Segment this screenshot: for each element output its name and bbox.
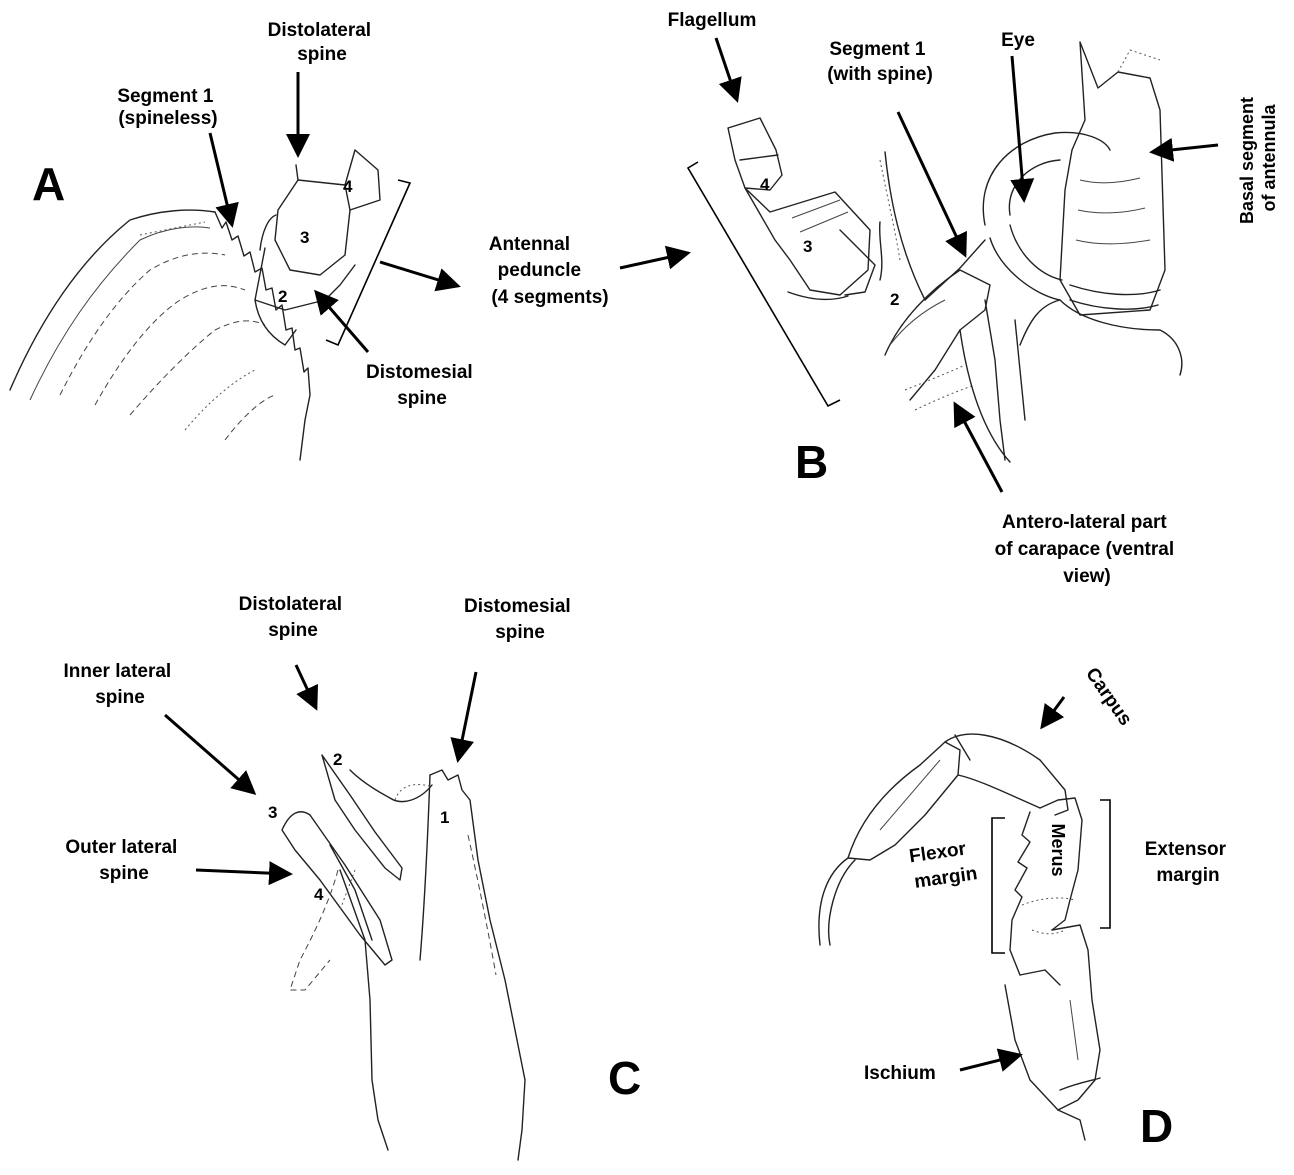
panel-b-peduncle-drawing xyxy=(728,118,1025,462)
panel-b-carapace-arrow xyxy=(955,404,1002,492)
panel-a-num-4: 4 xyxy=(343,177,353,196)
panel-d-flexor-bracket xyxy=(992,818,1005,953)
panel-c-num-1: 1 xyxy=(440,808,449,827)
panel-c-distolateral-label: Distolateral spine xyxy=(239,594,348,641)
panel-b-segment1-label: Segment 1 (with spine) xyxy=(827,39,933,85)
panel-c-distomesial-label: Distomesial spine xyxy=(464,596,576,643)
peduncle-arrow-left xyxy=(380,262,458,286)
peduncle-label: Antennal peduncle (4 segments) xyxy=(489,234,609,308)
panel-a-distomesial-arrow xyxy=(316,292,368,352)
panel-b-eye-arrow xyxy=(1012,56,1024,200)
panel-b-basal-label: Basal segment of antennula xyxy=(1237,92,1279,224)
panel-b-flagellum-label: Flagellum xyxy=(668,10,757,31)
panel-c-outer-arrow xyxy=(196,870,290,874)
panel-a-segment1-label: Segment 1 (spineless) xyxy=(117,86,218,129)
panel-b-segment1-arrow xyxy=(898,112,965,255)
panel-a-distomesial-label: Distomesial spine xyxy=(366,362,478,409)
panel-c-num-3: 3 xyxy=(268,803,277,822)
panel-b-antennula-drawing xyxy=(1020,42,1182,375)
panel-a-distolateral-label: Distolateral spine xyxy=(268,20,377,65)
panel-b-eye-label: Eye xyxy=(1001,30,1035,51)
panel-b-num-4: 4 xyxy=(760,175,770,194)
panel-a-peduncle-drawing xyxy=(255,150,380,345)
peduncle-arrow-right xyxy=(620,253,688,268)
panel-c-num-4: 4 xyxy=(314,885,324,904)
panel-d-merus-label: Merus xyxy=(1048,823,1068,876)
panel-c-outer-label: Outer lateral spine xyxy=(65,837,182,884)
panel-c-letter: C xyxy=(608,1052,641,1104)
panel-d-leg-drawing xyxy=(819,734,1100,1140)
panel-d-ischium-label: Ischium xyxy=(864,1063,936,1084)
panel-a-num-3: 3 xyxy=(300,228,309,247)
panel-c-inner-label: Inner lateral spine xyxy=(64,661,177,708)
panel-d-carpus-label: Carpus xyxy=(1081,664,1136,730)
panel-b-flagellum-arrow xyxy=(716,38,737,100)
panel-c-distolateral-arrow xyxy=(296,665,316,708)
panel-c-num-2: 2 xyxy=(333,750,342,769)
panel-d-carpus-arrow xyxy=(1042,697,1064,727)
panel-b-bracket xyxy=(688,162,840,406)
panel-a: A 4 3 2 Segment 1 xyxy=(10,20,688,460)
panel-d-ischium-arrow xyxy=(960,1055,1020,1070)
panel-a-letter: A xyxy=(32,158,65,210)
panel-b-carapace-label: Antero-lateral part of carapace (ventral… xyxy=(995,512,1180,587)
panel-d: D Carpus Merus Flexor margin xyxy=(819,664,1231,1152)
panel-d-extensor-bracket xyxy=(1100,800,1110,928)
panel-c-distomesial-arrow xyxy=(458,672,476,760)
panel-c-inner-arrow xyxy=(165,715,254,793)
panel-d-letter: D xyxy=(1140,1100,1173,1152)
panel-b-eye-drawing xyxy=(983,132,1110,300)
panel-d-extensor-label: Extensor margin xyxy=(1145,839,1232,886)
panel-b: B xyxy=(668,10,1279,587)
panel-b-letter: B xyxy=(795,436,828,488)
panel-c-segment-drawing xyxy=(282,755,525,1160)
panel-d-flexor-label: Flexor margin xyxy=(908,837,979,893)
panel-c: C 1 2 3 4 Distolateral spine Distomesial… xyxy=(64,594,642,1160)
panel-b-num-3: 3 xyxy=(803,237,812,256)
panel-b-num-2: 2 xyxy=(890,290,899,309)
panel-a-num-2: 2 xyxy=(278,287,287,306)
